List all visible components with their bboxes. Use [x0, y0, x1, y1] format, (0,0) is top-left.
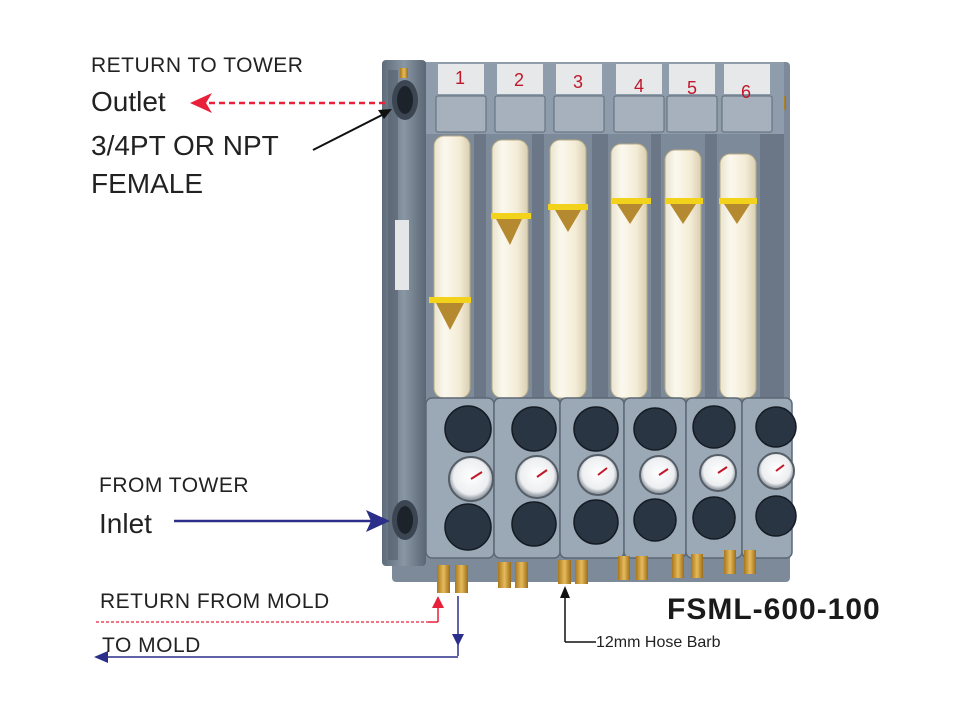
channel-number-3: 3	[573, 72, 584, 92]
channel-number-1: 1	[455, 68, 466, 88]
thread-spec-line1: 3/4PT OR NPT	[91, 130, 279, 161]
valve-knobs-bottom	[444, 495, 797, 551]
from-tower-label: FROM TOWER	[99, 474, 250, 497]
channel-number-2: 2	[514, 70, 525, 90]
thread-spec-line2: FEMALE	[91, 168, 204, 199]
spec-sticker	[395, 220, 409, 290]
thread-pointer	[312, 111, 389, 151]
outlet-label: Outlet	[91, 86, 166, 117]
model-number: FSML-600-100	[667, 593, 881, 626]
return-to-tower-label: RETURN TO TOWER	[91, 54, 304, 77]
float-indicators	[429, 198, 757, 330]
channel-tabs	[438, 64, 770, 94]
return-from-mold-label: RETURN FROM MOLD	[100, 590, 330, 613]
to-mold-label: TO MOLD	[102, 634, 201, 657]
pressure-gauges	[448, 452, 795, 502]
inlet-label: Inlet	[99, 508, 152, 539]
channel-number-4: 4	[634, 76, 645, 96]
channel-number-6: 6	[741, 82, 752, 102]
hose-barb-label: 12mm Hose Barb	[596, 634, 721, 651]
valve-knobs-top	[444, 405, 797, 453]
hose-barbs	[437, 550, 756, 593]
channel-number-5: 5	[687, 78, 698, 98]
